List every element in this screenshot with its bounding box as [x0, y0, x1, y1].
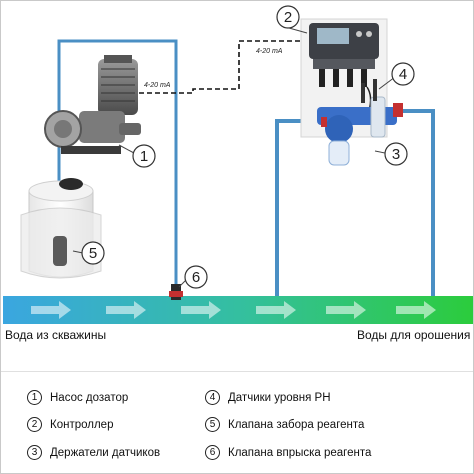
legend-text: Держатели датчиков — [50, 446, 161, 459]
legend-item: 2 Контроллер — [27, 417, 113, 432]
flow-arrow — [256, 301, 296, 319]
controller-signal-label: 4-20 mA — [256, 48, 283, 55]
outlet-label: Воды для орошения — [357, 328, 471, 342]
legend-item: 5 Клапана забора реагента — [205, 417, 364, 432]
flow-arrow — [396, 301, 436, 319]
legend-text: Клапана впрыска реагента — [228, 446, 372, 459]
svg-text:6: 6 — [192, 269, 200, 286]
callout-leaders — [72, 27, 396, 288]
flow-arrow — [181, 301, 221, 319]
legend-item: 1 Насос дозатор — [27, 390, 128, 405]
callout-4: 4 — [391, 62, 415, 86]
legend-number: 2 — [27, 417, 42, 432]
legend: 1 Насос дозатор 2 Контроллер 3 Держатели… — [1, 371, 473, 473]
legend-text: Датчики уровня PH — [228, 391, 331, 404]
dosing-pump — [44, 55, 141, 154]
reagent-tank — [20, 178, 102, 279]
svg-text:3: 3 — [392, 146, 400, 163]
callout-6: 6 — [184, 265, 208, 289]
sensor-holder — [317, 96, 403, 166]
ph-sensor — [361, 79, 377, 103]
legend-item: 3 Держатели датчиков — [27, 445, 160, 460]
legend-text: Насос дозатор — [50, 391, 129, 404]
callout-5: 5 — [81, 241, 105, 265]
legend-number: 6 — [205, 445, 220, 460]
flow-arrow — [326, 301, 366, 319]
flow-arrows — [31, 301, 436, 319]
legend-number: 4 — [205, 390, 220, 405]
pump-signal-line — [131, 40, 303, 94]
svg-text:2: 2 — [284, 9, 292, 26]
injection-valve — [169, 284, 183, 300]
legend-text: Клапана забора реагента — [228, 418, 365, 431]
flow-arrow — [31, 301, 71, 319]
legend-item: 4 Датчики уровня PH — [205, 390, 331, 405]
flow-arrow — [106, 301, 146, 319]
legend-number: 1 — [27, 390, 42, 405]
legend-number: 3 — [27, 445, 42, 460]
main-pipe — [3, 296, 473, 324]
legend-number: 5 — [205, 417, 220, 432]
svg-text:1: 1 — [140, 148, 148, 165]
pump-signal-label: 4-20 mA — [144, 82, 171, 89]
system-diagram: 1 2 3 4 5 6 4-20 mA 4-20 mA — [3, 5, 473, 324]
callout-3: 3 — [384, 142, 408, 166]
bypass-loop-tube — [275, 109, 435, 296]
svg-text:5: 5 — [89, 245, 97, 262]
svg-text:4: 4 — [399, 66, 407, 83]
callout-2: 2 — [276, 5, 300, 29]
legend-text: Контроллер — [50, 418, 114, 431]
legend-item: 6 Клапана впрыска реагента — [205, 445, 371, 460]
callout-1: 1 — [132, 144, 156, 168]
inlet-label: Вода из скважины — [5, 328, 107, 342]
